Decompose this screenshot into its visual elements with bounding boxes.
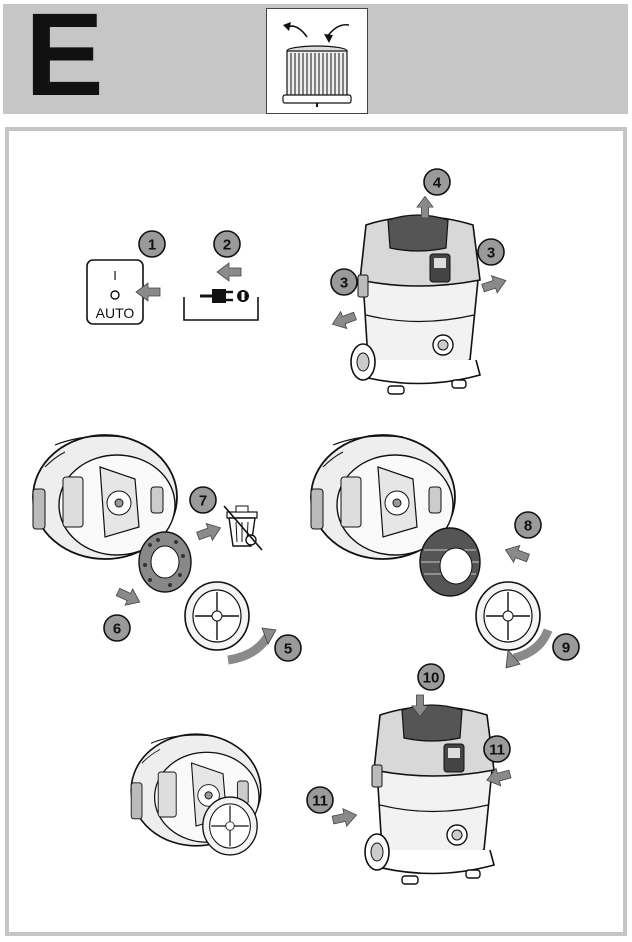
switch-on-mark: I	[113, 268, 117, 283]
step-badge-s10: 10	[417, 663, 445, 691]
step-badge-s11b: 11	[483, 735, 511, 763]
step-number: 7	[199, 493, 207, 510]
step-badge-s7: 7	[189, 486, 217, 514]
step-number: 1	[148, 237, 156, 254]
fixing-ring-icon	[184, 581, 250, 651]
step-number: 9	[562, 640, 570, 657]
switch-off-mark	[110, 290, 120, 300]
header-bar: E	[3, 0, 628, 114]
step-badge-s6: 6	[103, 614, 131, 642]
dispose-arrow-icon	[194, 518, 225, 545]
step-badge-s9: 9	[552, 633, 580, 661]
unplug-icon	[183, 289, 259, 321]
fixing-ring-icon	[202, 796, 258, 856]
fixing-ring-icon	[475, 581, 541, 651]
step-badge-s1: 1	[138, 230, 166, 258]
step-number: 4	[433, 175, 442, 192]
lock-arrow-left-icon	[330, 805, 359, 830]
vacuum-cleaner-icon	[350, 214, 481, 395]
step-number: 11	[312, 793, 328, 810]
switch-auto-label: AUTO	[96, 305, 135, 321]
new-filter-cartridge-icon	[419, 527, 481, 597]
step-number: 6	[113, 621, 121, 638]
old-filter-cartridge-icon	[138, 531, 192, 593]
pull-out-arrow-icon	[113, 583, 144, 611]
step-number: 5	[284, 641, 292, 658]
step-number: 10	[423, 670, 440, 687]
filter-cartridge-icon	[266, 8, 368, 114]
step-number: 8	[524, 518, 532, 535]
power-switch-icon: I AUTO	[86, 259, 144, 325]
step-number: 3	[487, 245, 495, 262]
release-arrow-left-icon	[328, 307, 359, 334]
vacuum-cleaner-icon	[364, 704, 495, 885]
step-badge-s3a: 3	[330, 268, 358, 296]
step-number: 3	[340, 275, 348, 292]
step-badge-s2: 2	[213, 230, 241, 258]
step-badge-s4: 4	[423, 168, 451, 196]
step-number: 11	[489, 742, 505, 759]
step-badge-s11a: 11	[306, 786, 334, 814]
step-badge-s3b: 3	[477, 238, 505, 266]
step-number: 2	[223, 237, 231, 254]
step-badge-s5: 5	[274, 634, 302, 662]
unplug-arrow-icon	[216, 262, 242, 282]
waste-bin-icon	[223, 505, 263, 551]
insert-arrow-icon	[501, 540, 532, 567]
release-arrow-right-icon	[479, 271, 510, 297]
section-letter: E	[25, 0, 104, 121]
step-badge-s8: 8	[514, 511, 542, 539]
step-badges: 1 2 3 3 4 5 6 7 8 9 10 11 11	[103, 168, 580, 814]
turn-back-arrow-icon	[512, 628, 553, 663]
